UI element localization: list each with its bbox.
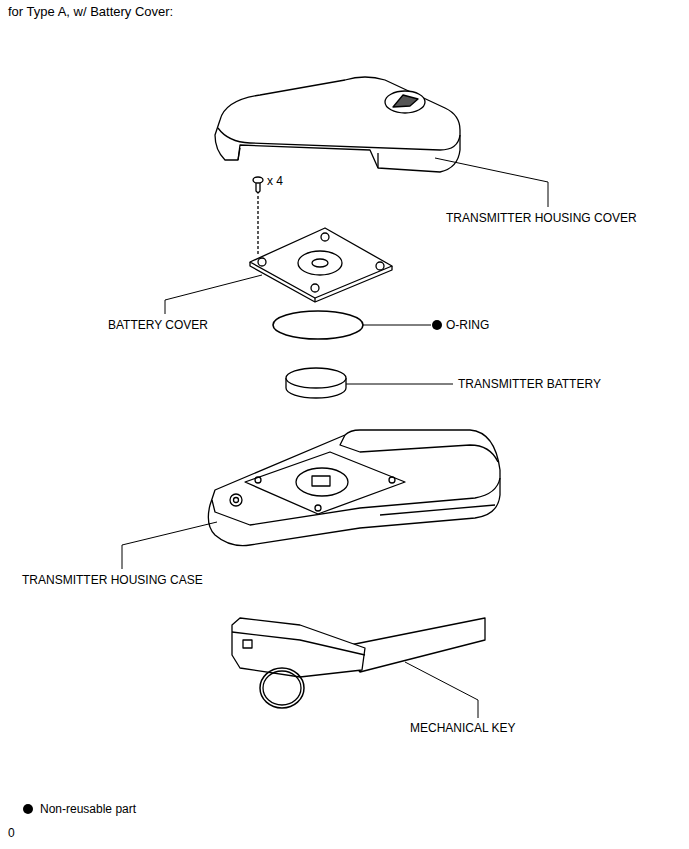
o-ring-drawing (273, 311, 363, 339)
part-name: TRANSMITTER HOUSING COVER (446, 211, 637, 225)
part-name: MECHANICAL KEY (410, 721, 516, 735)
legend-text: Non-reusable part (40, 802, 136, 816)
housing-case-drawing (208, 430, 500, 546)
part-name: O-RING (446, 318, 489, 332)
mechanical-key-drawing (232, 618, 485, 708)
battery-cover-drawing (250, 228, 392, 302)
screw-drawing (253, 177, 263, 255)
figure-title: for Type A, w/ Battery Cover: (8, 4, 173, 20)
legend-dot (23, 804, 33, 814)
battery-drawing (286, 368, 346, 398)
part-name: BATTERY COVER (108, 318, 208, 332)
figure-code: 0 (8, 826, 15, 840)
leader-lines (122, 158, 548, 718)
quantity: x 4 (267, 174, 283, 188)
housing-cover-drawing (215, 77, 460, 172)
non-reusable-dot (432, 320, 442, 330)
part-name: TRANSMITTER HOUSING CASE (22, 573, 203, 587)
part-name: TRANSMITTER BATTERY (458, 377, 601, 391)
